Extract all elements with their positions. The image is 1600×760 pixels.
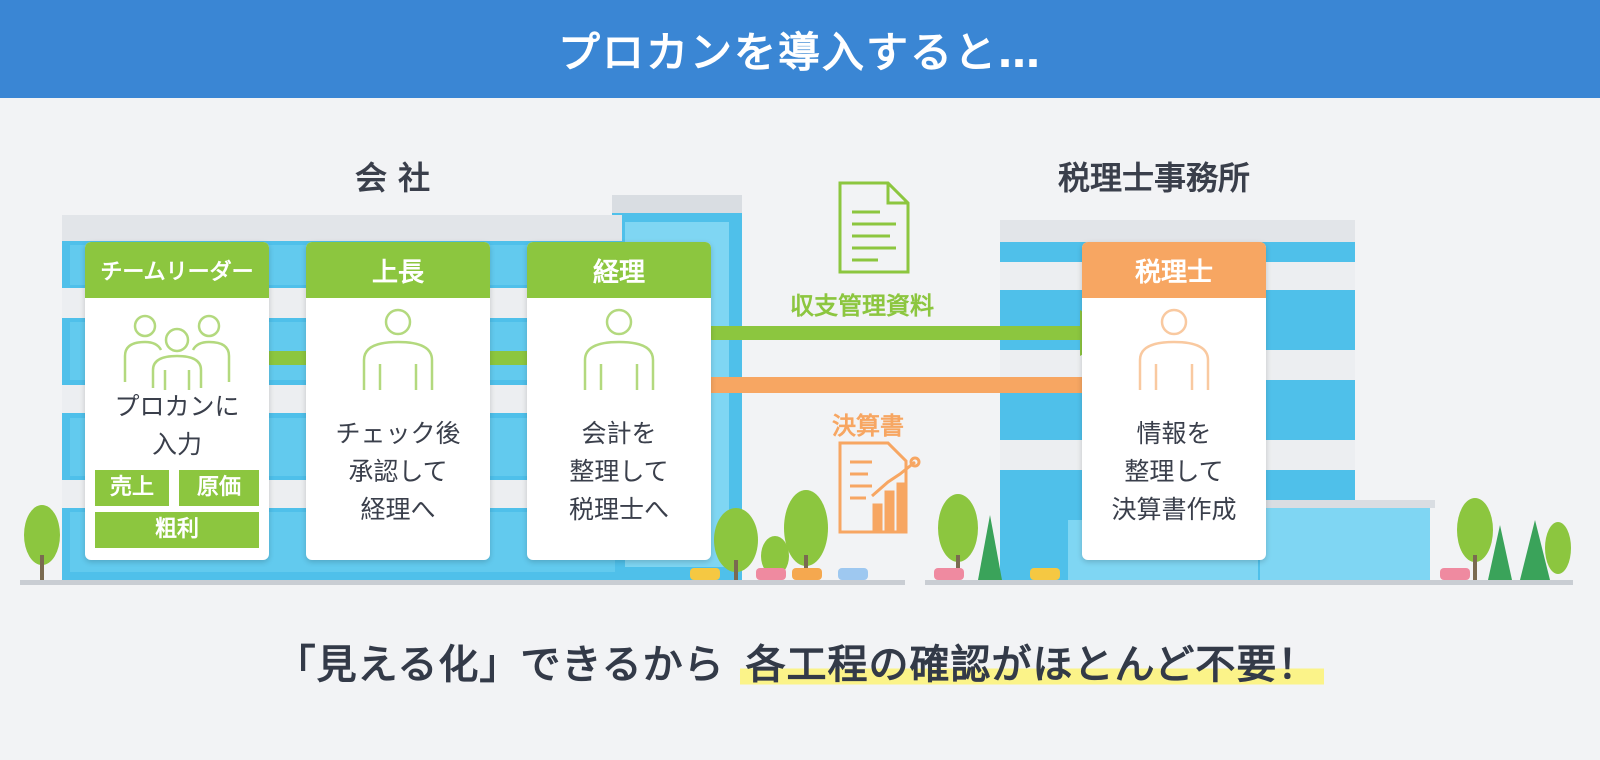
card-tax-accountant: 税理士 情報を 整理して 決算書作成: [1082, 242, 1266, 560]
card-accounting: 経理 会計を 整理して 税理士へ: [527, 242, 711, 560]
card-line: 経理へ: [360, 495, 436, 524]
ground-line: [20, 580, 905, 585]
car-icons: [690, 568, 1470, 580]
footer-highlight: 各工程の確認がほとんど不要！: [739, 642, 1325, 688]
card-line: 会計を: [581, 419, 657, 448]
card-line: 承認して: [348, 457, 448, 486]
card-line: 決算書作成: [1111, 495, 1237, 524]
report-chart-icon: [838, 441, 921, 534]
card-line: 整理して: [569, 457, 669, 486]
card-team-leader: チームリーダー プロカンに 入力 売上 原価 粗利: [85, 242, 269, 560]
data-arrow-to-tax: [682, 326, 1082, 340]
card-line: 入力: [151, 430, 202, 459]
card-line: 整理して: [1124, 457, 1224, 486]
flow-label-to-company: 決算書: [832, 412, 904, 440]
flow-label-to-tax: 収支管理資料: [790, 292, 934, 320]
tag-cost: 原価: [179, 470, 259, 506]
tax-office-label: 税理士事務所: [1058, 159, 1251, 197]
document-icon: [838, 181, 910, 274]
header-banner: プロカンを導入すると…: [0, 0, 1600, 98]
ground-line: [925, 580, 1573, 585]
tag-sales: 売上: [95, 470, 169, 506]
card-line: 税理士へ: [568, 495, 669, 524]
card-title: 上長: [306, 242, 490, 298]
card-title: 経理: [527, 242, 711, 298]
footer-message: 「見える化」できるから 各工程の確認がほとんど不要！: [0, 632, 1600, 690]
card-line: 情報を: [1136, 419, 1212, 448]
person-icon: [583, 308, 655, 390]
card-line: チェック後: [335, 419, 461, 448]
person-icon: [362, 308, 434, 390]
company-label: 会 社: [355, 159, 431, 197]
person-icon: [1138, 308, 1210, 390]
card-supervisor: 上長 チェック後 承認して 経理へ: [306, 242, 490, 560]
card-line: プロカンに: [114, 392, 240, 421]
card-title: チームリーダー: [85, 242, 269, 298]
footer-prefix: 「見える化」できるから: [275, 642, 725, 688]
card-title: 税理士: [1082, 242, 1266, 298]
team-icon: [123, 314, 231, 390]
tree-icons: [24, 490, 1571, 580]
result-arrow-to-company: [704, 377, 1112, 393]
page-title: プロカンを導入すると…: [557, 27, 1042, 77]
tag-gross-profit: 粗利: [95, 512, 259, 548]
